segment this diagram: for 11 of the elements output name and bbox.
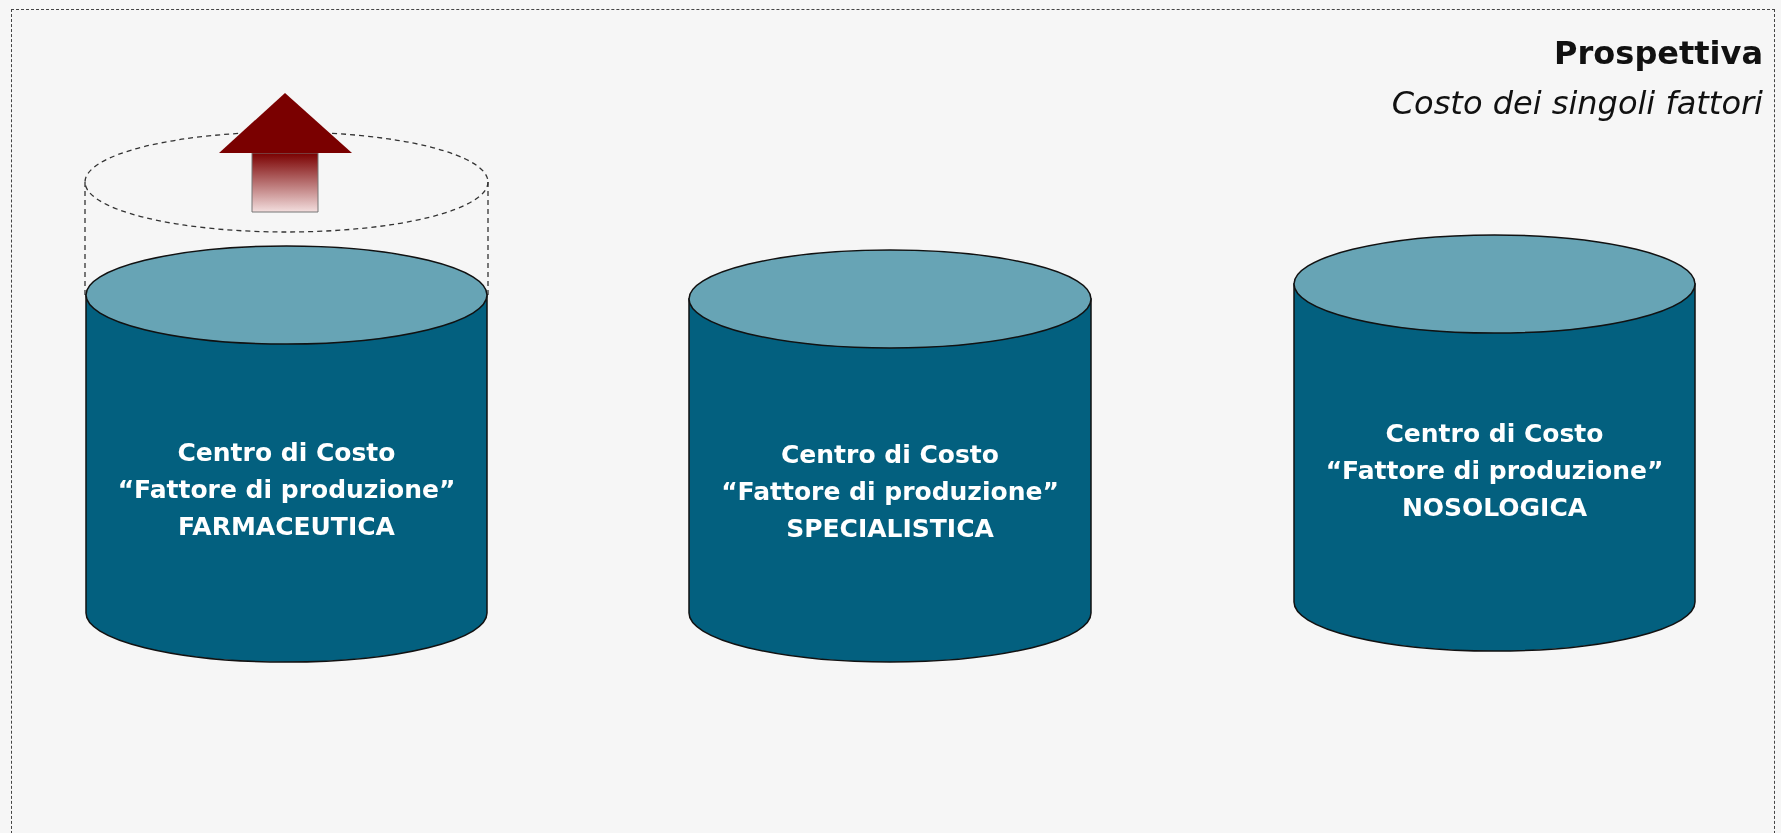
cylinder-label: “Fattore di produzione” (1325, 455, 1664, 487)
cylinder-label: SPECIALISTICA (786, 513, 994, 545)
cylinder-label: NOSOLOGICA (1401, 492, 1588, 524)
title: Prospettiva (1554, 34, 1763, 72)
cylinder-label: “Fattore di produzione” (117, 474, 456, 506)
cylinder-label: Centro di Costo (781, 439, 999, 471)
cylinder-label: “Fattore di produzione” (721, 476, 1059, 508)
cylinder-label: Centro di Costo (1385, 418, 1604, 450)
cylinder-label: FARMACEUTICA (178, 511, 395, 543)
subtitle: Costo dei singoli fattori (1391, 84, 1763, 122)
cylinder-label: Centro di Costo (177, 437, 396, 469)
